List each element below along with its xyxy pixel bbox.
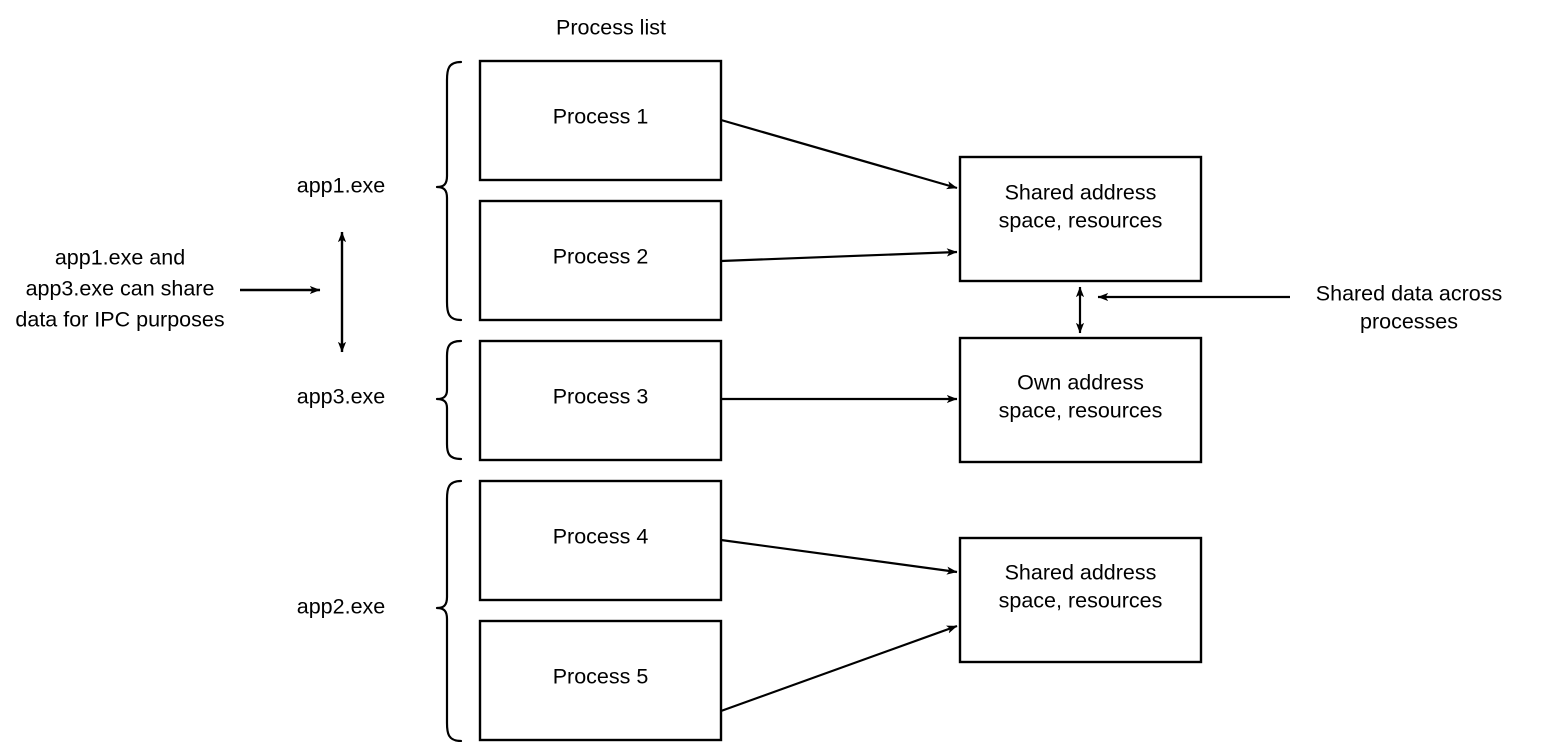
brace-app1 [435, 60, 463, 322]
ipc-note-line3: data for IPC purposes [15, 308, 224, 332]
shared-data-note: Shared data across processes [1316, 282, 1502, 334]
group-label-app2: app2.exe [297, 595, 385, 619]
process-box-p5[interactable]: Process 5 [478, 619, 723, 742]
shared-data-note-line1: Shared data across [1316, 282, 1502, 306]
process-box-p1[interactable]: Process 1 [478, 59, 723, 182]
memory-box-mem3-line1: Shared address [1005, 561, 1157, 585]
edge-p1-to-mem1 [720, 118, 958, 190]
ipc-note: app1.exe and app3.exe can share data for… [15, 246, 224, 332]
group-label-app1: app1.exe [297, 174, 385, 198]
memory-box-mem1-line2: space, resources [999, 209, 1163, 233]
edge-p5-to-mem3 [720, 624, 958, 713]
group-label-app3: app3.exe [297, 385, 385, 409]
memory-box-mem1[interactable]: Shared address space, resources [958, 155, 1203, 283]
process-box-p4-label: Process 4 [553, 525, 649, 549]
memory-box-mem3[interactable]: Shared address space, resources [958, 536, 1203, 664]
brace-app2 [435, 479, 463, 742]
page-title: Process list [556, 16, 666, 40]
memory-box-mem2-line1: Own address [1017, 371, 1144, 395]
shared-data-note-line2: processes [1360, 310, 1458, 334]
memory-box-mem2[interactable]: Own address space, resources [958, 336, 1203, 464]
process-box-p2[interactable]: Process 2 [478, 199, 723, 322]
process-box-p3-label: Process 3 [553, 385, 649, 409]
memory-box-mem2-line2: space, resources [999, 399, 1163, 423]
memory-box-mem3-line2: space, resources [999, 589, 1163, 613]
edge-p4-to-mem3 [720, 538, 958, 575]
edge-p2-to-mem1 [720, 248, 958, 263]
memory-box-mem1-line1: Shared address [1005, 181, 1157, 205]
process-box-p2-label: Process 2 [553, 245, 649, 269]
ipc-note-line1: app1.exe and [55, 246, 185, 270]
process-box-p4[interactable]: Process 4 [478, 479, 723, 602]
brace-app3 [435, 339, 463, 461]
process-box-p3[interactable]: Process 3 [478, 339, 723, 462]
process-box-p1-label: Process 1 [553, 105, 649, 129]
process-box-p5-label: Process 5 [553, 665, 649, 689]
ipc-note-line2: app3.exe can share [26, 277, 215, 301]
